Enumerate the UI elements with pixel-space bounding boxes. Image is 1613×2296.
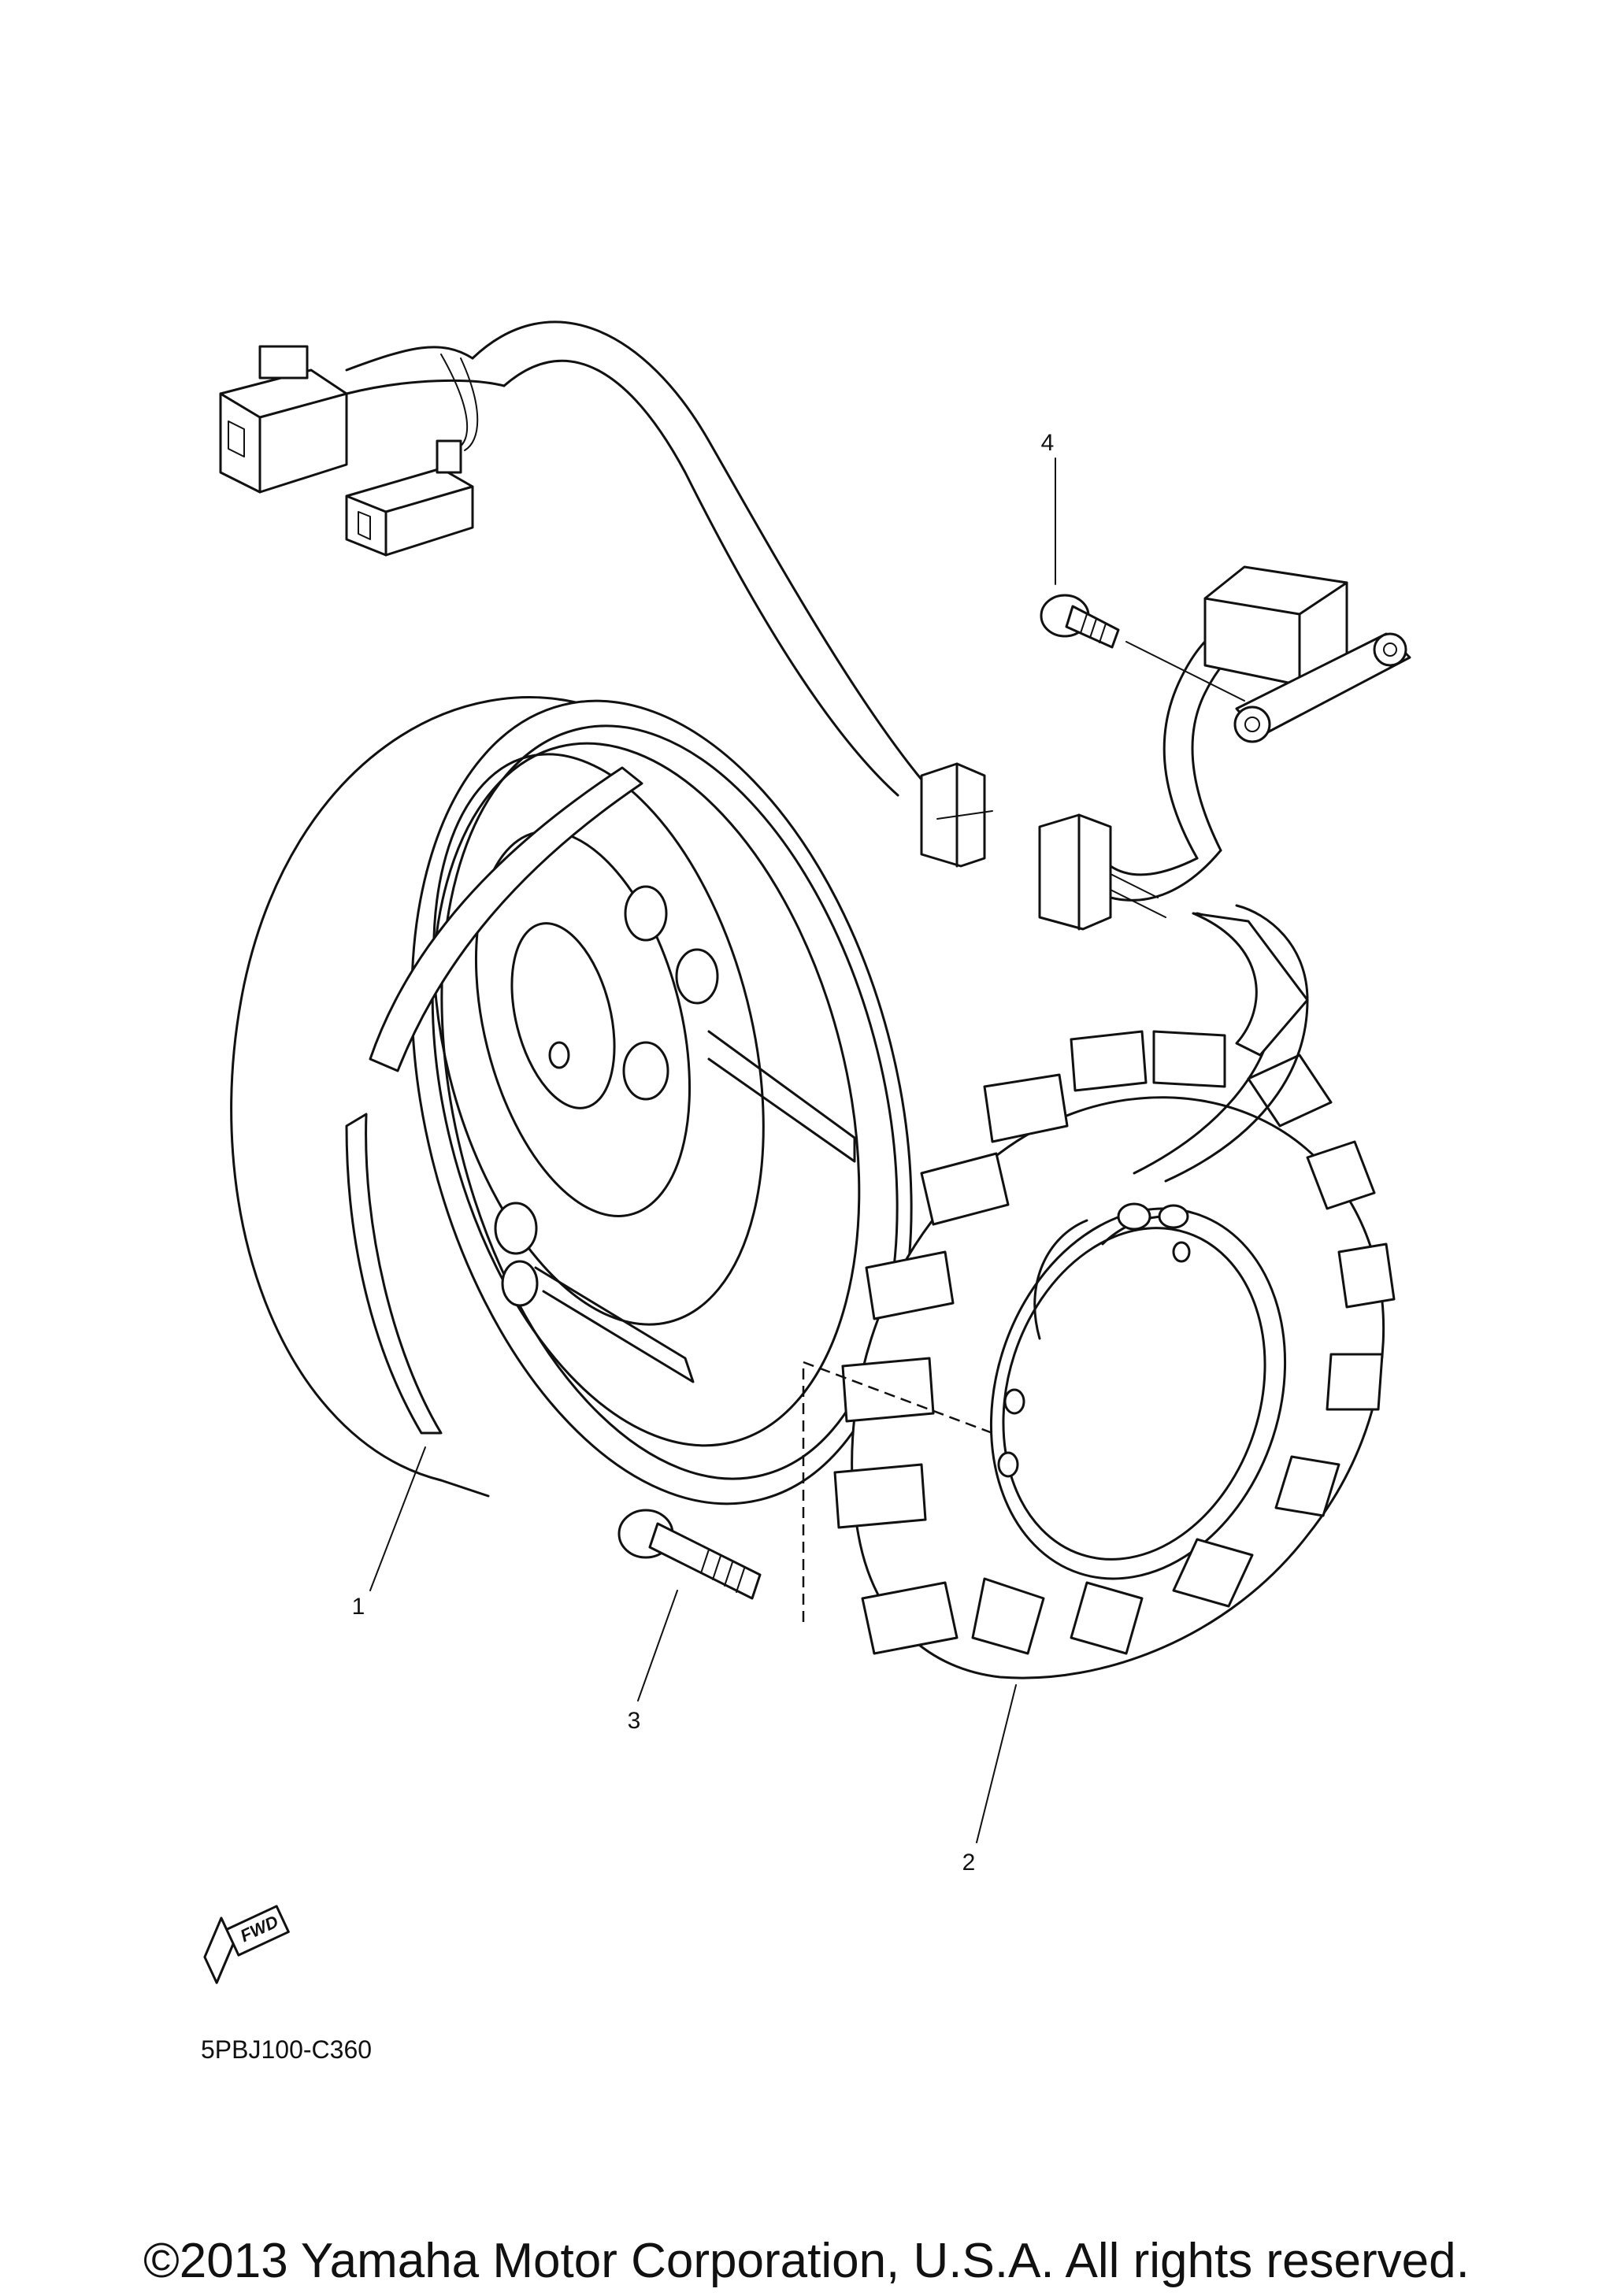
stator-poles (833, 1030, 1396, 1655)
leader-lines (369, 457, 1056, 1843)
alignment-line (802, 1361, 993, 1622)
stator (833, 1030, 1396, 1679)
pickup-coil (1203, 565, 1411, 743)
harness-mid-connector-b (1038, 813, 1166, 931)
harness-connector-small (345, 439, 474, 557)
diagram-code: 5PBJ100-C360 (201, 2035, 372, 2064)
callout-4: 4 (1041, 430, 1055, 456)
callout-1: 1 (352, 1594, 365, 1620)
callout-3: 3 (628, 1708, 641, 1734)
rotor-flywheel (230, 696, 913, 1505)
fwd-arrow-icon: FWD (203, 1905, 290, 1984)
stator-bolt (617, 1509, 762, 1600)
wire-harness (345, 320, 923, 797)
stator-lead-wire (1133, 904, 1309, 1183)
callout-2: 2 (962, 1850, 976, 1876)
pickup-coil-screw (1040, 594, 1245, 702)
harness-connector-large (219, 345, 348, 494)
harness-mid-connector-a (920, 762, 993, 868)
copyright-notice: ©2013 Yamaha Motor Corporation, U.S.A. A… (143, 2234, 1470, 2288)
